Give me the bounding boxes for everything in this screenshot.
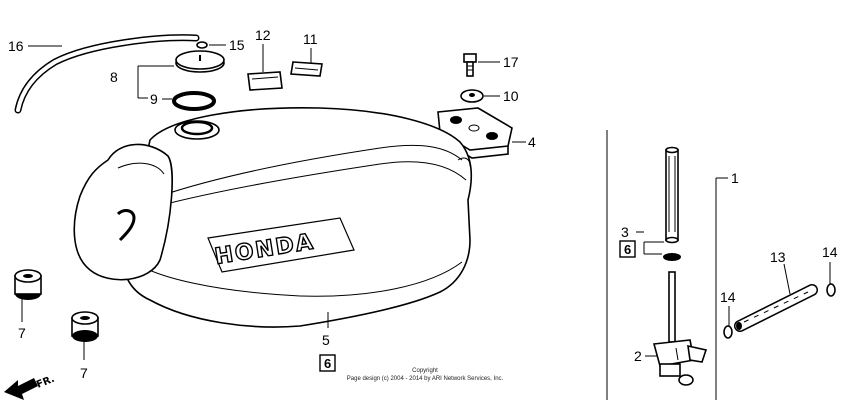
cushion-part-7-lower[interactable]	[71, 311, 99, 342]
callout-5[interactable]: 5	[322, 332, 330, 348]
copyright-line-1: Copyright	[412, 368, 438, 374]
boxed-ref-6-valve[interactable]: 6	[624, 242, 631, 257]
callout-1[interactable]: 1	[731, 170, 739, 186]
boxed-ref-6-frame-tank	[319, 354, 336, 372]
washer-part-10[interactable]	[460, 89, 484, 103]
fuel-cap-part-8[interactable]	[175, 50, 225, 73]
fuel-pipe-part-13[interactable]	[734, 284, 818, 332]
callout-14-left[interactable]: 14	[720, 289, 736, 305]
fuel-tank-part-5[interactable]: HONDA	[73, 106, 473, 328]
boxed-ref-6-tank[interactable]: 6	[324, 356, 331, 371]
callout-11[interactable]: 11	[303, 31, 318, 47]
cap-gasket-part-9[interactable]	[172, 91, 216, 111]
leader-3	[636, 231, 664, 255]
callout-7-lower[interactable]: 7	[80, 365, 88, 381]
bolt-part-17[interactable]	[463, 53, 477, 77]
fuel-valve-part-2[interactable]	[652, 271, 708, 386]
copyright-line-2: Page design (c) 2004 - 2014 by ARI Netwo…	[347, 376, 504, 382]
callout-4[interactable]: 4	[528, 134, 536, 150]
front-indicator-label: FR.	[35, 374, 56, 391]
callout-2[interactable]: 2	[634, 348, 642, 364]
callout-12[interactable]: 12	[255, 27, 271, 43]
fuel-hose-part-16[interactable]	[14, 34, 200, 114]
o-ring-part[interactable]	[663, 253, 681, 261]
callout-15[interactable]: 15	[229, 37, 245, 53]
leader-8-9	[137, 65, 174, 100]
callout-16[interactable]: 16	[8, 38, 24, 54]
clip-part-15[interactable]	[196, 41, 208, 49]
callout-9[interactable]: 9	[150, 91, 158, 107]
label-part-11[interactable]	[290, 61, 323, 77]
callout-14-right[interactable]: 14	[822, 244, 838, 260]
callout-10[interactable]: 10	[503, 88, 519, 104]
callout-3[interactable]: 3	[621, 224, 629, 240]
clip-part-14-right[interactable]	[826, 283, 836, 297]
fuel-strainer-part-3[interactable]	[665, 146, 679, 244]
cushion-part-7-upper[interactable]	[14, 269, 42, 300]
clip-part-14-left[interactable]	[723, 325, 733, 339]
callout-8[interactable]: 8	[110, 69, 118, 85]
front-direction-arrow: FR.	[4, 374, 56, 400]
callout-17[interactable]: 17	[503, 54, 519, 70]
label-part-12[interactable]	[247, 71, 283, 91]
callout-13[interactable]: 13	[770, 249, 786, 265]
boxed-ref-6-frame-valve	[619, 240, 636, 258]
callout-7-upper[interactable]: 7	[18, 325, 26, 341]
leader-13	[783, 263, 791, 295]
